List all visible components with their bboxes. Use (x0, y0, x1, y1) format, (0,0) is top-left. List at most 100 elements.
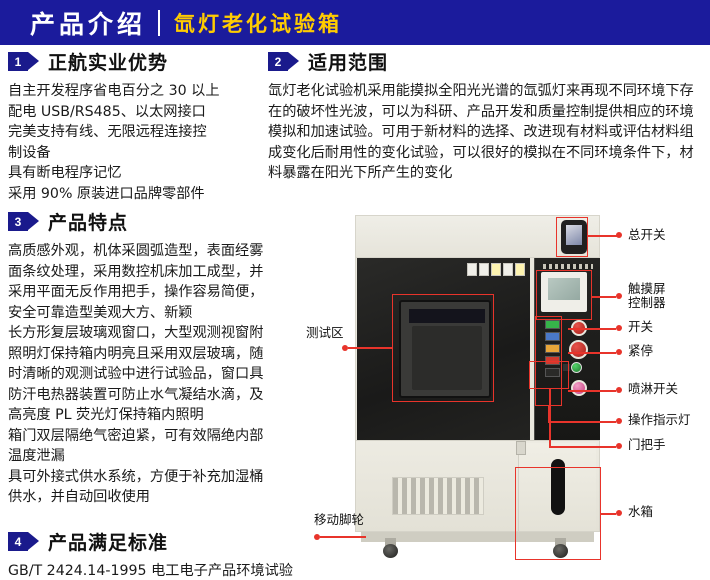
warning-sticker-icon (479, 263, 489, 276)
section-4-title: 产品满足标准 (48, 532, 169, 554)
section-3-head: 3 产品特点 (8, 208, 298, 235)
section-3-line: 时清晰的观测试验中进行试验品，窗口具 (8, 366, 264, 382)
section-3-line: 具可外接式供水系统，方便于补充加湿桶 (8, 468, 264, 485)
callout-line-door-handle (549, 446, 616, 448)
callout-label-caster: 移动脚轮 (314, 512, 365, 527)
section-2-paragraph: 氙灯老化试验机采用能摸拟全阳光光谱的氙弧灯来再现不同环境下存在的破坏性光波，可以… (268, 83, 694, 181)
operation-indicator-lamps (541, 318, 563, 400)
warning-sticker-icon (503, 263, 513, 276)
section-3-line: 高亮度 PL 荧光灯保持箱内照明 (8, 407, 204, 423)
warning-sticker-row (467, 263, 525, 276)
callout-vert-door-handle (549, 389, 551, 447)
section-1-line: 完美支持有线、无限远程连接控 (8, 124, 207, 140)
section-2-badge: 2 (268, 52, 299, 71)
callout-label-switch: 开关 (628, 319, 654, 334)
section-advantages: 1 正航实业优势 自主开发程序省电百分之 30 以上 配电 USB/RS485、… (8, 48, 266, 204)
section-1-title: 正航实业优势 (48, 52, 169, 74)
callout-vert-operation-indicator (548, 406, 550, 422)
cabinet-top-panel (355, 215, 600, 258)
caster-yoke (385, 538, 396, 546)
section-features: 3 产品特点 高质感外观，机体采圆弧造型，表面经雾 面条纹处理，采用数控机床加工… (8, 208, 298, 508)
section-1-line: 配电 USB/RS485、以太网接口 (8, 103, 206, 120)
callout-dot-door-handle (616, 443, 622, 449)
callout-label-operation-indicator: 操作指示灯 (628, 412, 691, 427)
warning-sticker-icon (491, 263, 501, 276)
callout-line-main-switch (588, 235, 618, 237)
section-4-badge: 4 (8, 532, 39, 551)
callout-line-operation-indicator (548, 421, 616, 423)
cabinet-mid-section (355, 258, 600, 440)
callout-label-spray-switch: 喷淋开关 (628, 381, 679, 396)
section-3-line: 供水，并自动回收使用 (8, 489, 150, 505)
callout-dot-emergency-stop (616, 349, 622, 355)
main-power-switch[interactable] (561, 220, 587, 254)
section-3-line: 高质感外观，机体采圆弧造型，表面经雾 (8, 243, 264, 259)
emergency-stop-button[interactable] (569, 340, 588, 359)
callout-dot-test-area (342, 345, 348, 351)
test-chamber-cabinet (355, 215, 600, 558)
section-1-head: 1 正航实业优势 (8, 48, 266, 75)
section-4-line: GB/T 2424.14-1995 电工电子产品环境试验 (8, 563, 293, 579)
callout-dot-touch-controller (616, 293, 622, 299)
section-1-line: 制设备 (8, 144, 51, 161)
small-toggle-button[interactable] (563, 364, 570, 371)
callout-line-test-area (348, 347, 393, 349)
page-title: 产品介绍 (30, 9, 147, 39)
section-2-title: 适用范围 (308, 52, 389, 74)
callout-line-switch (568, 328, 616, 330)
control-panel (534, 258, 600, 440)
water-tank-door[interactable] (516, 441, 596, 531)
callout-label-door-handle: 门把手 (628, 437, 666, 452)
section-scope: 2 适用范围 氙灯老化试验机采用能摸拟全阳光光谱的氙弧灯来再现不同环境下存在的破… (268, 48, 706, 184)
section-3-line: 长方形复层玻璃观窗口，大型观测视窗附 (8, 325, 264, 341)
product-name: 氙灯老化试验箱 (174, 11, 343, 36)
warning-sticker-icon (515, 263, 525, 276)
touchscreen-controller[interactable] (541, 272, 587, 312)
green-status-button[interactable] (571, 362, 582, 373)
section-standards: 4 产品满足标准 GB/T 2424.14-1995 电工电子产品环境试验 (8, 528, 348, 580)
touchscreen-display (548, 278, 580, 300)
section-2-body: 氙灯老化试验机采用能摸拟全阳光光谱的氙弧灯来再现不同环境下存在的破坏性光波，可以… (268, 81, 706, 184)
section-1-body: 自主开发程序省电百分之 30 以上 配电 USB/RS485、以太网接口 完美支… (8, 81, 266, 204)
warning-sticker-icon (467, 263, 477, 276)
caster-wheel (553, 538, 568, 558)
callout-label-emergency-stop: 紧停 (628, 343, 654, 358)
cabinet-plinth (361, 532, 594, 542)
callout-line-caster (320, 536, 366, 538)
page-header: 产品介绍 氙灯老化试验箱 (0, 0, 710, 45)
callout-line-water-tank (601, 513, 616, 515)
section-3-line: 温度泄漏 (8, 448, 65, 464)
cabinet-base (355, 440, 600, 532)
callout-label-main-switch: 总开关 (628, 227, 666, 242)
section-3-body: 高质感外观，机体采圆弧造型，表面经雾 面条纹处理，采用数控机床加工成型，并 采用… (8, 241, 298, 508)
spray-switch-button[interactable] (571, 380, 587, 396)
callout-line-spray-switch (568, 390, 616, 392)
product-photo: 总开关 触摸屏 控制器 开关 紧停 喷淋开关 操作指示灯 门把手 水箱 (300, 200, 710, 580)
callout-dot-water-tank (616, 510, 622, 516)
callout-label-test-area: 测试区 (306, 325, 344, 340)
observation-window-glass (412, 326, 482, 390)
caster-yoke (555, 538, 566, 546)
caster-wheel (383, 538, 398, 558)
section-1-line: 具有断电程序记忆 (8, 165, 122, 181)
water-level-slot (551, 459, 565, 515)
section-4-head: 4 产品满足标准 (8, 528, 348, 555)
indicator-lamp-red (544, 356, 560, 365)
callout-line-emergency-stop (568, 352, 616, 354)
section-2-head: 2 适用范围 (268, 48, 706, 75)
section-3-line: 照明灯保持箱内明亮且采用双层玻璃，随 (8, 345, 264, 362)
section-3-line: 面条纹处理，采用数控机床加工成型，并 (8, 263, 264, 280)
section-3-line: 箱门双层隔绝气密迫紧，可有效隔绝内部 (8, 427, 264, 444)
callout-line-touch-controller (592, 296, 616, 298)
section-1-line: 采用 90% 原装进口品牌零部件 (8, 185, 205, 202)
callout-dot-operation-indicator (616, 418, 622, 424)
main-power-switch-face (566, 225, 582, 245)
indicator-lamp-blue (544, 332, 560, 341)
chamber-door[interactable] (357, 258, 530, 440)
section-1-badge: 1 (8, 52, 39, 71)
section-3-line: 采用平面无反作用把手，操作容易简便， (8, 284, 264, 300)
callout-label-water-tank: 水箱 (628, 504, 654, 519)
callout-dot-main-switch (616, 232, 622, 238)
ventilation-grille (392, 477, 484, 515)
callout-dot-spray-switch (616, 387, 622, 393)
